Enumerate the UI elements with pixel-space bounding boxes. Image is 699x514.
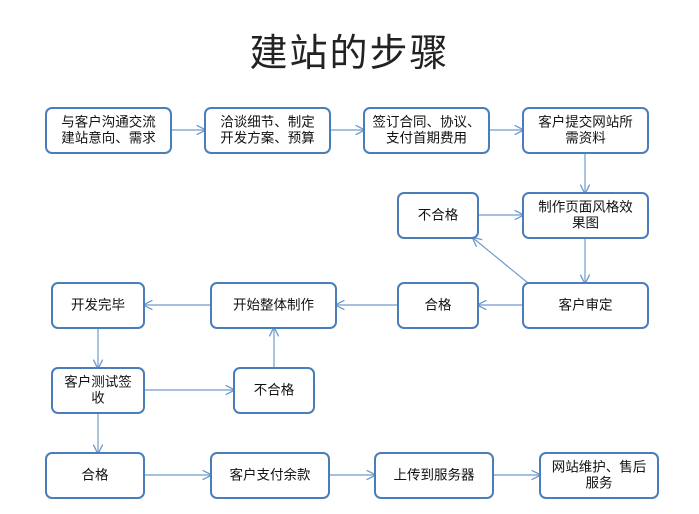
flow-box xyxy=(210,452,330,499)
flow-box xyxy=(397,282,479,329)
flow-node-label: 与客户沟通交流 xyxy=(61,114,156,131)
flow-node-label: 合格 xyxy=(82,468,109,484)
flow-node-label: 不合格 xyxy=(418,208,459,224)
flow-node-label: 收 xyxy=(91,391,105,407)
edges-layer xyxy=(98,130,585,475)
arrow-n7-n6 xyxy=(473,238,529,284)
flow-node-label: 客户测试签 xyxy=(64,374,132,391)
flow-box xyxy=(233,367,315,414)
flow-box xyxy=(522,192,649,239)
flow-node-label: 制作页面风格效 xyxy=(538,200,633,216)
flow-node-label: 不合格 xyxy=(254,383,295,399)
nodes-layer: 与客户沟通交流建站意向、需求洽谈细节、制定开发方案、预算签订合同、协议、支付首期… xyxy=(45,107,659,499)
flow-box xyxy=(45,452,145,499)
flow-node-n13: 合格 xyxy=(45,452,145,499)
flow-box xyxy=(51,367,145,414)
flow-node-n8: 合格 xyxy=(397,282,479,329)
flow-box xyxy=(45,107,172,154)
flow-node-n6: 不合格 xyxy=(397,192,479,239)
flow-node-label: 支付首期费用 xyxy=(386,131,467,147)
page-title: 建站的步骤 xyxy=(249,31,450,75)
flow-node-label: 需资料 xyxy=(565,131,606,147)
flow-node-n7: 客户审定 xyxy=(522,282,649,329)
flow-box xyxy=(539,452,659,499)
flow-box xyxy=(204,107,331,154)
flow-node-n10: 开发完毕 xyxy=(51,282,145,329)
flow-node-label: 客户提交网站所 xyxy=(538,114,633,131)
flow-node-label: 网站维护、售后 xyxy=(552,460,647,476)
flow-node-label: 客户审定 xyxy=(559,297,613,314)
flow-node-label: 签订合同、协议、 xyxy=(373,114,481,131)
flow-node-label: 上传到服务器 xyxy=(394,468,475,484)
flow-node-n14: 客户支付余款 xyxy=(210,452,330,499)
flow-node-label: 洽谈细节、制定 xyxy=(220,115,315,131)
flow-box xyxy=(51,282,145,329)
flow-node-label: 开始整体制作 xyxy=(233,298,314,314)
flow-node-label: 开发完毕 xyxy=(71,298,125,314)
flow-box xyxy=(522,107,649,154)
flow-node-label: 服务 xyxy=(586,476,613,492)
flow-box xyxy=(363,107,490,154)
flow-box xyxy=(210,282,337,329)
flow-node-n3: 签订合同、协议、支付首期费用 xyxy=(363,107,490,154)
flow-node-label: 建站意向、需求 xyxy=(61,130,156,147)
flow-node-n15: 上传到服务器 xyxy=(374,452,494,499)
flow-box xyxy=(397,192,479,239)
flow-node-label: 开发方案、预算 xyxy=(220,130,315,147)
flow-node-n9: 开始整体制作 xyxy=(210,282,337,329)
flow-node-n12: 不合格 xyxy=(233,367,315,414)
flow-node-label: 合格 xyxy=(425,298,452,314)
flow-node-label: 客户支付余款 xyxy=(230,467,311,484)
flow-box xyxy=(522,282,649,329)
flow-node-label: 果图 xyxy=(572,216,599,232)
flow-box xyxy=(374,452,494,499)
